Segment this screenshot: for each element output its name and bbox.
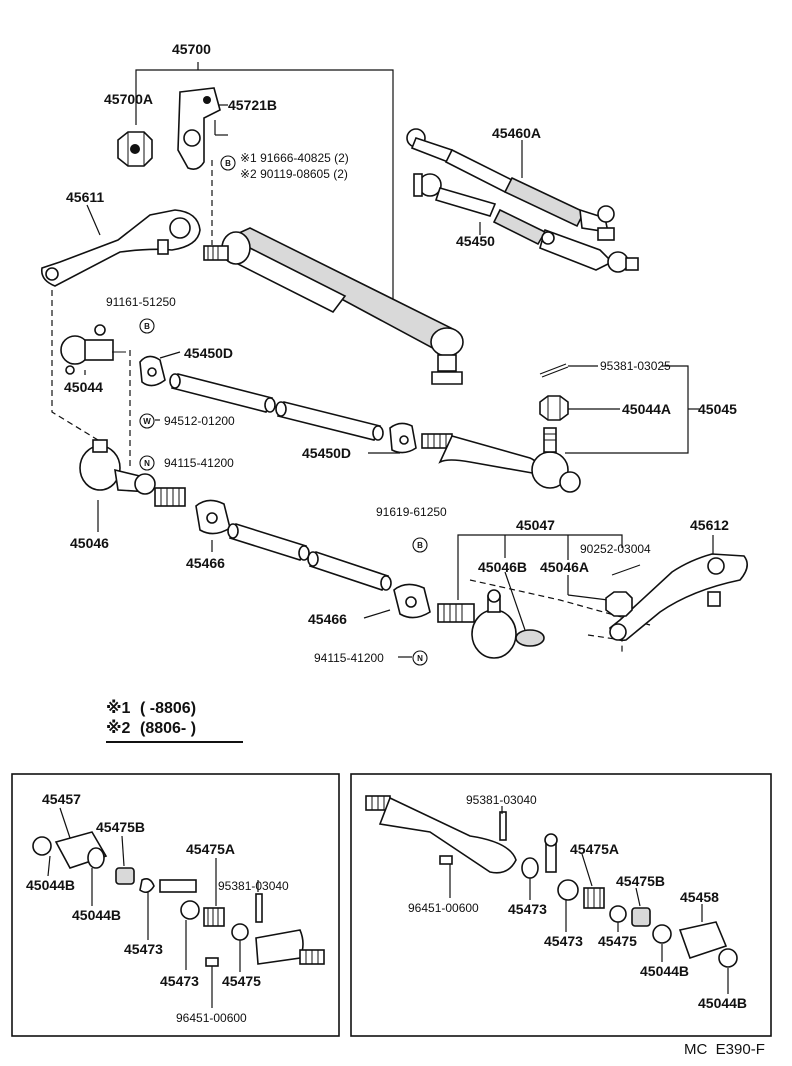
symbol-n-94115-top: N	[139, 455, 155, 471]
svg-text:N: N	[144, 459, 150, 468]
label-45460a: 45460A	[492, 125, 541, 141]
label-94512: 94512-01200	[164, 414, 235, 428]
idler-arm-45612	[605, 553, 748, 642]
label-45457: 45457	[42, 791, 81, 807]
label-45450d-mid: 45450D	[302, 445, 351, 461]
label-45473-right-a: 45473	[508, 901, 547, 917]
clamp-45466-a	[195, 499, 231, 535]
detail-box-right	[350, 773, 772, 1037]
label-45475a-left: 45475A	[186, 841, 235, 857]
svg-text:B: B	[144, 322, 150, 331]
tie-rod-45460a	[406, 128, 615, 241]
legend-range-2: (8806- )	[140, 720, 196, 737]
detail-right-parts	[365, 795, 738, 968]
label-45466-b: 45466	[308, 611, 347, 627]
label-45700: 45700	[172, 41, 211, 57]
label-45611: 45611	[66, 189, 104, 205]
label-45475a-right: 45475A	[570, 841, 619, 857]
svg-text:W: W	[143, 417, 151, 426]
detail-left-parts	[32, 831, 325, 967]
detail-left-labels: 45457 45475B 45475A 45044B 45044B 95381-…	[26, 791, 289, 1025]
label-45046b: 45046B	[478, 559, 527, 575]
label-45475b-left: 45475B	[96, 819, 145, 835]
footer-code: MC E390-F	[684, 1041, 765, 1058]
label-94115-bottom: 94115-41200	[314, 651, 384, 665]
svg-text:B: B	[225, 159, 231, 168]
clamp-45466-b	[393, 583, 431, 619]
label-45044b-left-a: 45044B	[26, 877, 75, 893]
main-part-labels: 45700 45700A 45721B ※1 91666-40825 (2) ※…	[64, 41, 737, 665]
detail-left-leaders	[47, 807, 259, 1008]
legend-mark-2: ※2	[106, 719, 131, 737]
label-45450: 45450	[456, 233, 495, 249]
detail-box-left	[11, 773, 340, 1037]
label-45473-right-b: 45473	[544, 933, 583, 949]
symbol-b-45721b: B	[220, 155, 236, 171]
label-45475b-right: 45475B	[616, 873, 665, 889]
label-90119: ※2 90119-08605 (2)	[240, 167, 348, 181]
cotter-pin-95381-03025	[539, 363, 569, 378]
label-95381-03040-right: 95381-03040	[466, 793, 537, 807]
castle-nut-45700a	[117, 131, 153, 167]
symbol-n-94115-bottom: N	[412, 650, 428, 666]
pitman-arm-45611	[40, 209, 201, 287]
legend-mark-1: ※1	[106, 699, 131, 717]
label-45450d-top: 45450D	[184, 345, 233, 361]
clamp-45450d-middle	[389, 422, 417, 454]
bracket-45721b	[177, 87, 221, 170]
label-45045: 45045	[698, 401, 737, 417]
svg-text:N: N	[417, 654, 423, 663]
label-94115-top: 94115-41200	[164, 456, 234, 470]
label-95381-03040-left: 95381-03040	[218, 879, 289, 893]
label-91161: 91161-51250	[106, 295, 176, 309]
label-90252: 90252-03004	[580, 542, 651, 556]
symbol-w-94512: W	[139, 413, 155, 429]
label-45475-left: 45475	[222, 973, 261, 989]
clamp-45450d-upper	[139, 355, 166, 387]
label-45700a: 45700A	[104, 91, 153, 107]
tie-rod-end-45046	[79, 439, 186, 507]
legend-range-1: ( -8806)	[140, 700, 196, 717]
label-91619: 91619-61250	[376, 505, 447, 519]
label-91666: ※1 91666-40825 (2)	[240, 151, 349, 165]
svg-text:B: B	[417, 541, 423, 550]
clamp-45044	[60, 324, 126, 375]
detail-right-leaders	[449, 806, 729, 994]
label-45473-left-a: 45473	[124, 941, 163, 957]
label-45044b-left-b: 45044B	[72, 907, 121, 923]
label-45044a: 45044A	[622, 401, 671, 417]
variant-legend: ※1 ( -8806) ※2 (8806- )	[106, 699, 243, 743]
adjusting-tube-lower	[227, 523, 392, 591]
label-96451-00600-left: 96451-00600	[176, 1011, 247, 1025]
symbol-b-91161: B	[139, 318, 155, 334]
label-45473-left-b: 45473	[160, 973, 199, 989]
label-96451-00600-right: 96451-00600	[408, 901, 479, 915]
label-45044b-right-a: 45044B	[640, 963, 689, 979]
label-45458: 45458	[680, 889, 719, 905]
label-45046a: 45046A	[540, 559, 589, 575]
tie-rod-end-45045	[421, 427, 581, 493]
label-45612: 45612	[690, 517, 729, 533]
label-45046: 45046	[70, 535, 109, 551]
detail-right-labels: 95381-03040 45475A 45475B 96451-00600 45…	[408, 793, 747, 1011]
nut-45044a	[539, 395, 569, 421]
label-45044: 45044	[64, 379, 103, 395]
tie-rod-45450	[413, 173, 639, 273]
label-45721b: 45721B	[228, 97, 277, 113]
relay-rod-assembly	[203, 227, 464, 385]
label-45047: 45047	[516, 517, 555, 533]
label-45044b-right-b: 45044B	[698, 995, 747, 1011]
tie-rod-end-45047	[437, 589, 545, 659]
label-45475-right: 45475	[598, 933, 637, 949]
label-45466-a: 45466	[186, 555, 225, 571]
label-95381-03025: 95381-03025	[600, 359, 671, 373]
symbol-b-91619: B	[412, 537, 428, 553]
adjusting-tube-upper	[169, 373, 384, 441]
